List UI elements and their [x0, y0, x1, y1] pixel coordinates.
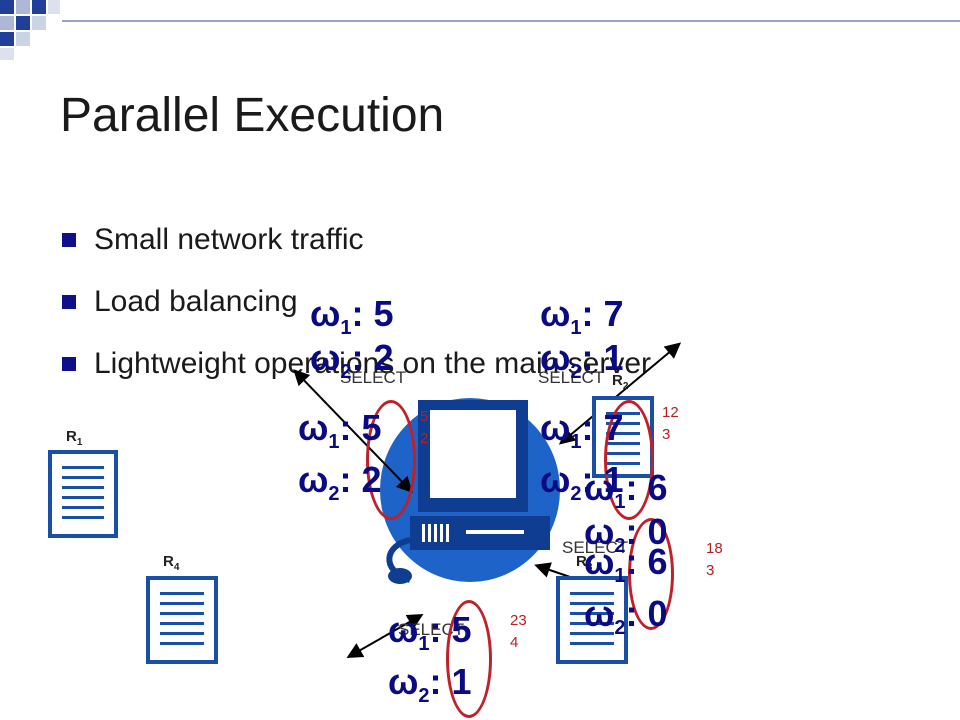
bullet-list: Small network traffic Load balancing Lig…: [60, 218, 651, 404]
arrow-r2: [558, 342, 682, 445]
weight-w1: ω1: 5: [388, 609, 472, 655]
weight-w1: ω1: 6: [584, 467, 668, 513]
weight-w2: ω2: 2: [298, 459, 382, 505]
highlight-ellipse: [628, 518, 674, 630]
relation-document-r3: [556, 576, 628, 664]
relation-document-r1: [48, 450, 118, 538]
highlight-ellipse: [604, 400, 654, 520]
relation-document-r4: [146, 576, 218, 664]
bullet-item: Small network traffic: [60, 218, 651, 280]
weight-w2: ω2: 2: [310, 337, 394, 383]
weight-w2: ω2: 0: [584, 593, 668, 639]
weight-w2: ω2: 1: [388, 661, 472, 707]
weight-w2: ω2: 1: [540, 337, 624, 383]
select-label: SELECT: [538, 368, 605, 387]
bullet-square-icon: [62, 295, 76, 309]
relation-label-r2: R2: [612, 372, 629, 392]
corner-decoration: [0, 0, 60, 60]
bullet-square-icon: [62, 233, 76, 247]
select-label: SELECT: [340, 368, 407, 387]
bullet-square-icon: [62, 357, 76, 371]
highlight-ellipse: [366, 400, 416, 520]
relation-label-r4: R4: [163, 553, 180, 573]
weight-w1: ω1: 7: [540, 293, 624, 339]
arrow-r4: [346, 614, 424, 658]
weight-w1: ω1: 5: [298, 407, 382, 453]
weight-w2: ω2: 0: [584, 511, 668, 557]
bullet-item: Load balancing: [60, 280, 651, 342]
weight-w1: ω1: 6: [584, 541, 668, 587]
computer-icon: [380, 398, 560, 584]
top-rule: [62, 20, 960, 22]
relation-label-r1: R1: [66, 428, 83, 448]
weight-w2: ω2: 1: [540, 459, 624, 505]
relation-label-r3: R3: [576, 553, 593, 573]
slide-title: Parallel Execution: [60, 89, 445, 142]
select-label: SELECT: [562, 538, 629, 557]
weight-w1: ω1: 5: [310, 293, 394, 339]
highlight-ellipse: [446, 600, 492, 718]
weight-w1: ω1: 7: [540, 407, 624, 453]
